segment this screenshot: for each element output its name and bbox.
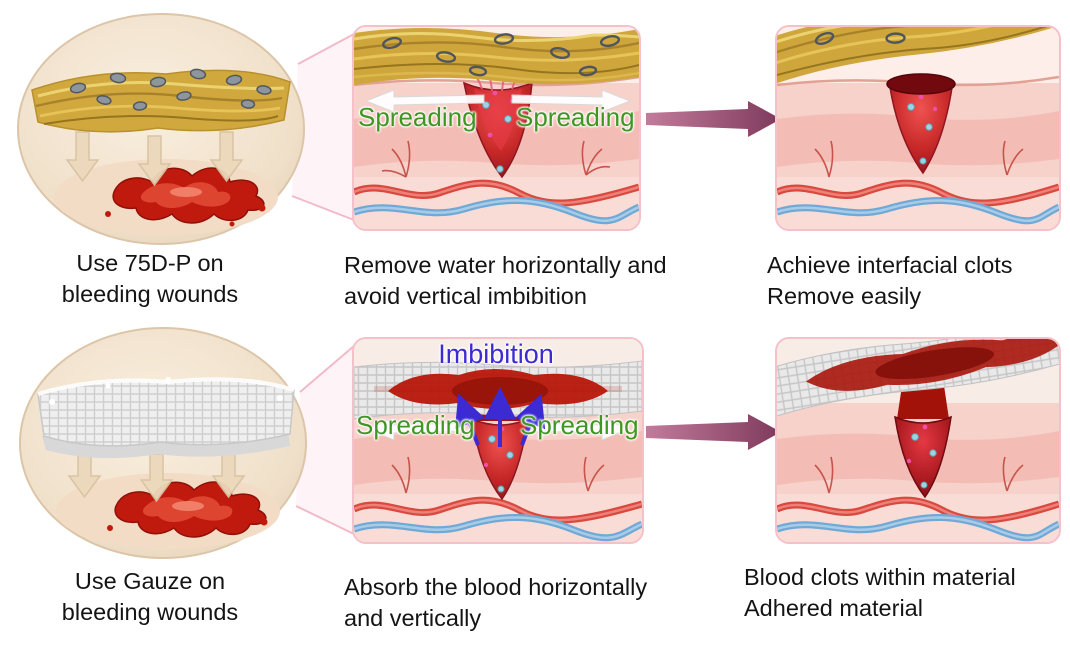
panel-gauze-result bbox=[775, 337, 1061, 544]
capillaries bbox=[381, 140, 611, 178]
spreading-arrows bbox=[364, 89, 632, 113]
label-imbibition: Imbibition bbox=[438, 339, 554, 369]
spreading-arrows bbox=[366, 417, 630, 441]
panel-gauze-mechanism bbox=[352, 337, 644, 544]
photo-75dp-on-wound bbox=[16, 12, 306, 247]
panel-75dp-mechanism bbox=[352, 25, 641, 231]
panel-75dp-result bbox=[775, 25, 1061, 231]
capillaries bbox=[814, 456, 1024, 494]
caption-line: Absorb the blood horizontally bbox=[344, 574, 648, 600]
callout-lines bbox=[291, 33, 355, 535]
wound-particles bbox=[907, 94, 938, 165]
illustration-gauze-mechanism bbox=[354, 339, 642, 542]
fiber-mat-75dp bbox=[31, 68, 291, 133]
blood-vessels bbox=[354, 179, 639, 225]
caption-75dp-result: Achieve interfacial clots Remove easily bbox=[767, 250, 1067, 311]
caption-gauze-mechanism: Absorb the blood horizontally and vertic… bbox=[344, 572, 684, 633]
label-spreading-top-right: Spreading bbox=[516, 102, 635, 132]
caption-75dp-mechanism: Remove water horizontally and avoid vert… bbox=[344, 250, 684, 311]
caption-line: bleeding wounds bbox=[61, 280, 239, 307]
flow-arrow-bottom bbox=[646, 414, 781, 450]
blood-vessels bbox=[354, 496, 642, 542]
caption-line: avoid vertical imbibition bbox=[344, 282, 587, 309]
imbibition-arrows bbox=[454, 387, 546, 447]
callout-wedges bbox=[292, 34, 354, 534]
fiber-coils bbox=[814, 31, 906, 46]
caption-line: bleeding wounds bbox=[61, 598, 239, 625]
photo-gauze-on-wound bbox=[18, 326, 308, 561]
caption-line: Use Gauze on bbox=[74, 568, 226, 594]
fiber-particles bbox=[69, 68, 272, 111]
illustration-75dp-mechanism bbox=[354, 27, 639, 229]
capillaries bbox=[391, 456, 605, 494]
caption-line: Remove water horizontally and bbox=[344, 252, 667, 278]
interfacial-clot bbox=[886, 73, 956, 95]
wound bbox=[462, 74, 533, 179]
blood-vessels bbox=[777, 179, 1059, 225]
application-arrows bbox=[65, 131, 244, 187]
label-spreading-bottom-left: Spreading bbox=[356, 410, 475, 440]
caption-line: Adhered material bbox=[744, 594, 923, 621]
caption-line: and vertically bbox=[344, 604, 482, 631]
capillaries bbox=[814, 140, 1024, 178]
wound bbox=[894, 415, 952, 499]
fiber-mat-peeling bbox=[777, 27, 1059, 84]
caption-gauze-result: Blood clots within material Adhered mate… bbox=[744, 562, 1070, 623]
gauze-band-adhered bbox=[777, 339, 1059, 418]
illustration-75dp-application bbox=[17, 13, 305, 245]
blood-vessels bbox=[777, 496, 1059, 542]
fiber-mat-75dp bbox=[354, 28, 639, 85]
fiber-coils bbox=[381, 33, 621, 77]
caption-line: Use 75D-P on bbox=[76, 250, 224, 276]
caption-line: Blood clots within material bbox=[744, 564, 1016, 590]
caption-gauze-application: Use Gauze on bleeding wounds bbox=[15, 566, 285, 627]
caption-75dp-application: Use 75D-P on bleeding wounds bbox=[15, 248, 285, 309]
illustration-gauze-result bbox=[777, 339, 1059, 542]
label-spreading-bottom-right: Spreading bbox=[520, 410, 639, 440]
wound-particles bbox=[906, 424, 937, 489]
caption-line: Achieve interfacial clots bbox=[767, 252, 1013, 278]
label-spreading-top-left: Spreading bbox=[358, 102, 477, 132]
illustration-75dp-result bbox=[777, 27, 1059, 229]
caption-line: Remove easily bbox=[767, 282, 922, 309]
gauze-pad bbox=[37, 377, 295, 459]
illustration-gauze-application bbox=[19, 327, 307, 559]
flow-arrow-top bbox=[646, 101, 781, 137]
